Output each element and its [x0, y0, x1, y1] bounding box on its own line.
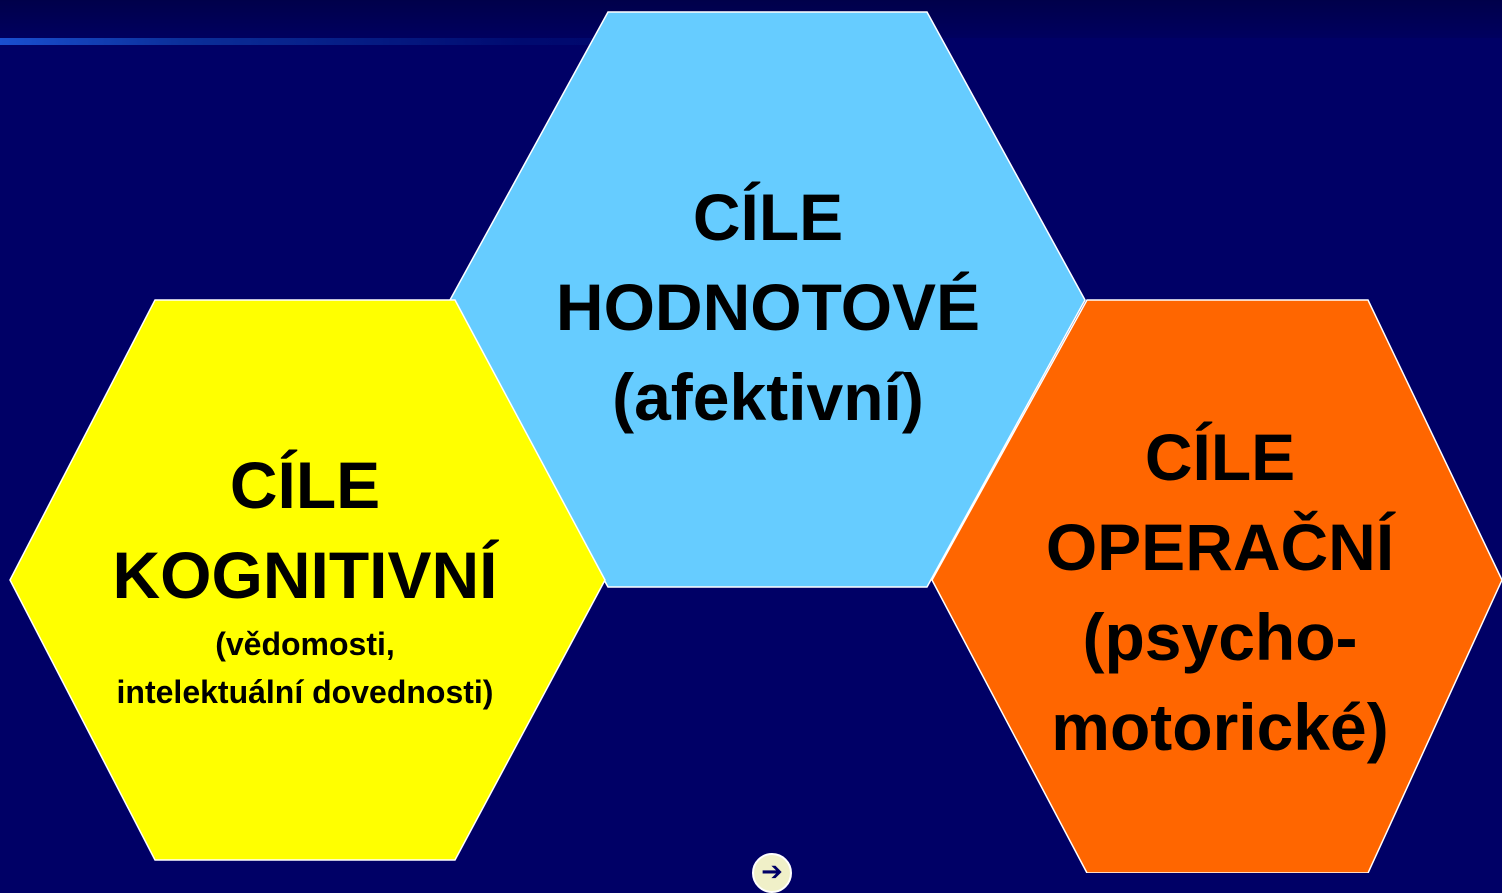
affective-title: CÍLE [692, 180, 844, 254]
affective-detail: (afektivní) [612, 360, 924, 434]
arrow-right-icon[interactable]: ➔ [752, 853, 792, 893]
operational-detail-line1: (psycho- [1082, 600, 1358, 674]
cognitive-detail-line1: (vědomosti, [215, 626, 395, 662]
cognitive-title: CÍLE [229, 448, 381, 522]
hexagon-cognitive [9, 299, 606, 861]
cognitive-detail-line2: intelektuální dovednosti) [116, 674, 494, 710]
hexagon-operational [931, 299, 1502, 873]
hexagon-cognitive-label: CÍLE KOGNITIVNÍ (vědomosti, intelektuáln… [20, 440, 590, 716]
operational-subtitle: OPERAČNÍ [1045, 510, 1395, 584]
hexagon-diagram [9, 11, 1502, 873]
cognitive-subtitle: KOGNITIVNÍ [112, 538, 498, 612]
hexagon-operational-label: CÍLE OPERAČNÍ (psycho- motorické) [960, 412, 1480, 772]
operational-title: CÍLE [1144, 420, 1296, 494]
affective-subtitle: HODNOTOVÉ [555, 270, 981, 344]
operational-detail-line2: motorické) [1051, 690, 1389, 764]
hexagon-affective-label: CÍLE HODNOTOVÉ (afektivní) [468, 172, 1068, 442]
